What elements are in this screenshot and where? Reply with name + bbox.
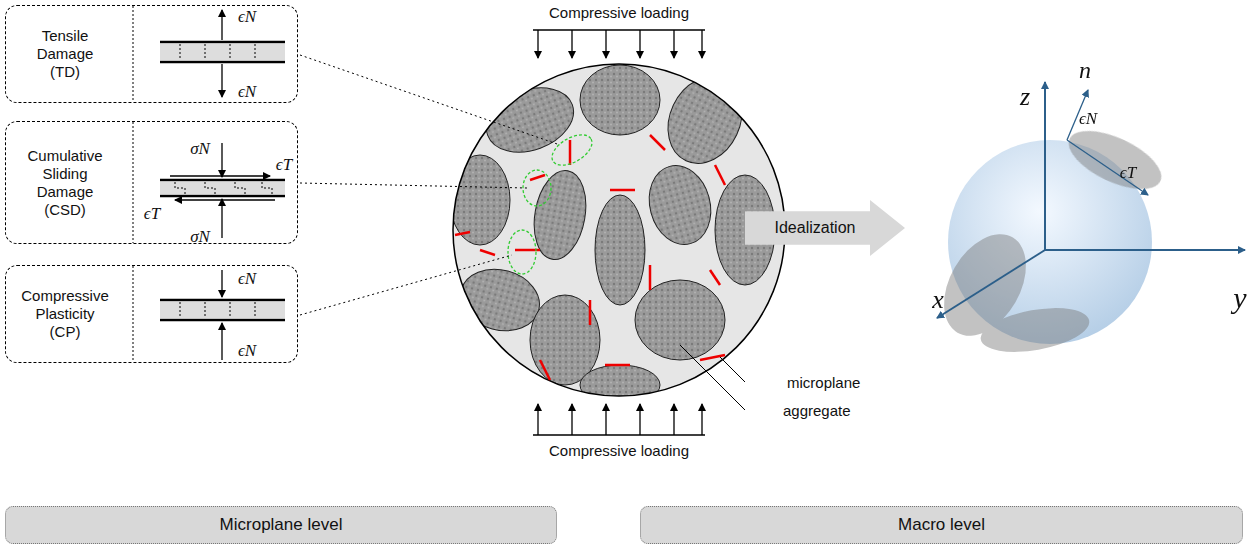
strain-label: ϵT <box>276 156 292 173</box>
damage-box: Cumulative Sliding Damage (CSD) <box>5 121 298 244</box>
stress-label: σN <box>190 228 210 245</box>
load-label: Compressive loading <box>549 5 689 20</box>
level-label: Microplane level <box>220 515 343 535</box>
part-label: microplane <box>787 375 860 390</box>
axis-label: z <box>1020 84 1030 110</box>
idealization-arrow: Idealization <box>745 200 905 256</box>
stress-label: σN <box>190 140 210 157</box>
strain-label: ϵT <box>144 205 160 222</box>
mechanism-name: Cumulative Sliding Damage (CSD) <box>6 147 124 219</box>
strain-label: ϵN <box>238 83 256 100</box>
mechanism-name: Compressive Plasticity (CP) <box>6 287 124 341</box>
axis-label: n <box>1079 58 1091 82</box>
strain-label: ϵN <box>1079 110 1097 127</box>
part-label: aggregate <box>783 403 851 418</box>
axis-label: y <box>1233 283 1246 313</box>
strain-label: ϵN <box>238 270 256 287</box>
arrow-label: Idealization <box>775 219 856 237</box>
axis-label: x <box>932 287 944 313</box>
level-label: Macro level <box>898 515 985 535</box>
load-label: Compressive loading <box>549 443 689 458</box>
strain-label: ϵN <box>238 342 256 359</box>
level-bar: Macro level <box>640 506 1243 544</box>
mechanism-name: Tensile Damage (TD) <box>6 27 124 81</box>
strain-label: ϵN <box>238 8 256 25</box>
strain-label: ϵT <box>1120 164 1136 181</box>
level-bar: Microplane level <box>5 506 557 544</box>
